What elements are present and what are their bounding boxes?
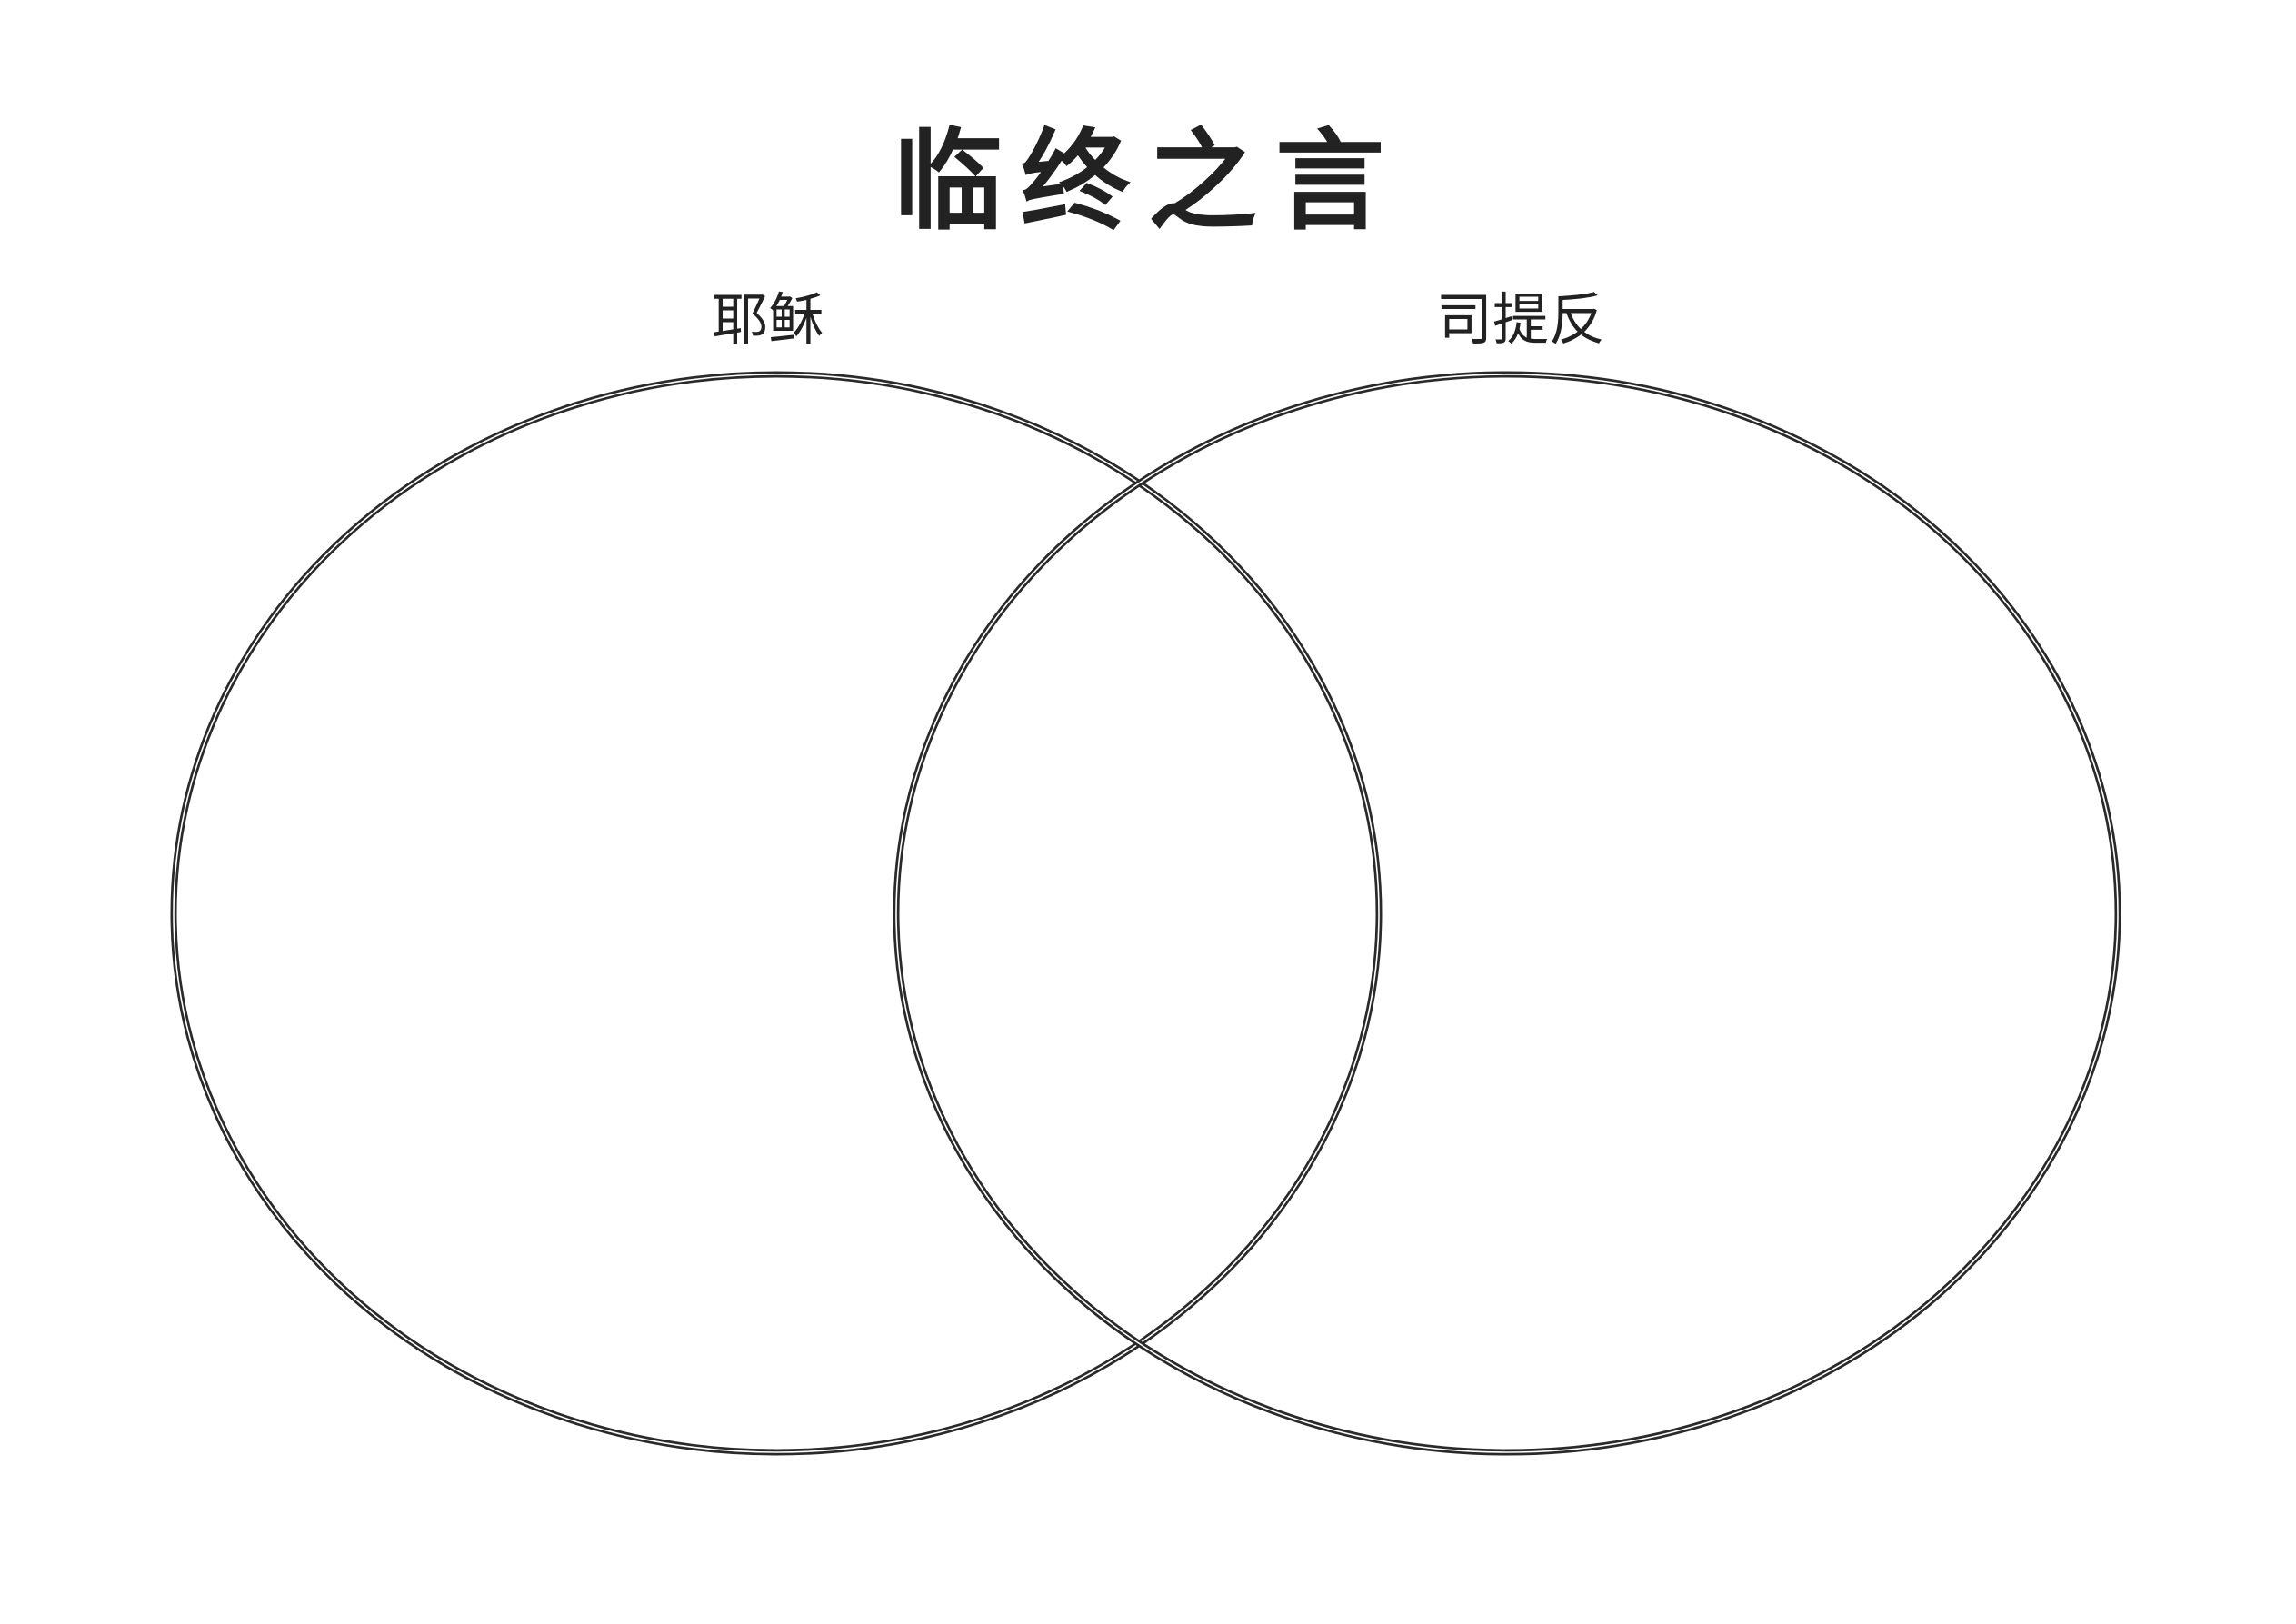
page-title: 临终之言 [893,117,1403,245]
circle-label-right: 司提反 [1435,286,1606,353]
venn-circle-right [893,371,2121,1456]
circle-label-left: 耶稣 [711,286,825,353]
venn-circle-left [170,371,1383,1456]
